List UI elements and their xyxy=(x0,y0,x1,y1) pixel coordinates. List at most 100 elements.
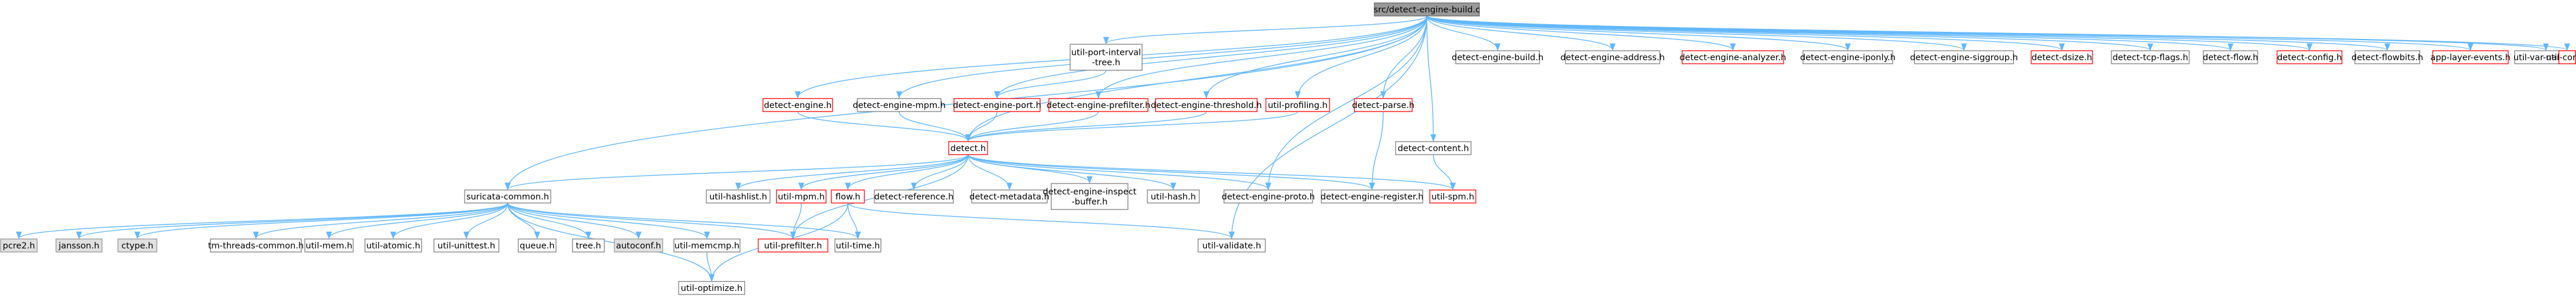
node-box[interactable] xyxy=(614,238,663,253)
node-box[interactable] xyxy=(1197,238,1266,253)
node-box[interactable] xyxy=(971,189,1048,204)
node-box[interactable] xyxy=(572,238,605,253)
node-dreference[interactable]: detect-reference.h xyxy=(874,189,954,204)
node-danalyzer[interactable]: detect-engine-analyzer.h xyxy=(1680,50,1787,64)
node-dinspect[interactable]: detect-engine-inspect-buffer.h xyxy=(1043,183,1137,210)
node-tree[interactable]: tree.h xyxy=(572,238,605,253)
node-box[interactable] xyxy=(1223,189,1313,204)
node-box[interactable] xyxy=(2203,50,2258,64)
node-queue[interactable]: queue.h xyxy=(518,238,557,253)
node-box[interactable] xyxy=(1429,189,1476,204)
node-dconfig[interactable]: detect-config.h xyxy=(2276,50,2343,64)
node-box[interactable] xyxy=(2558,50,2576,64)
node-diponly[interactable]: detect-engine-iponly.h xyxy=(1800,50,1896,64)
node-box[interactable] xyxy=(1155,98,1258,112)
node-box[interactable] xyxy=(953,98,1041,112)
node-box[interactable] xyxy=(364,238,422,253)
node-uoptimize[interactable]: util-optimize.h xyxy=(678,281,745,295)
node-box[interactable] xyxy=(464,189,551,204)
node-box[interactable] xyxy=(1321,189,1423,204)
node-dengbuildh[interactable]: detect-engine-build.h xyxy=(1452,50,1544,64)
node-box[interactable] xyxy=(831,189,865,204)
node-ddsize[interactable]: detect-dsize.h xyxy=(2031,50,2093,64)
node-hashlist[interactable]: util-hashlist.h xyxy=(706,189,771,204)
node-box[interactable] xyxy=(1265,98,1330,112)
node-autoconf[interactable]: autoconf.h xyxy=(614,238,663,253)
node-box[interactable] xyxy=(776,189,827,204)
node-box[interactable] xyxy=(1395,141,1472,155)
node-box[interactable] xyxy=(433,238,499,253)
node-utime[interactable]: util-time.h xyxy=(834,238,881,253)
node-box[interactable] xyxy=(518,238,557,253)
node-umem[interactable]: util-mem.h xyxy=(304,238,354,253)
node-box[interactable] xyxy=(1070,44,1143,71)
node-appevents[interactable]: app-layer-events.h xyxy=(2430,50,2511,64)
node-box[interactable] xyxy=(673,238,741,253)
node-pcre2[interactable]: pcre2.h xyxy=(0,238,38,253)
node-box[interactable] xyxy=(55,238,103,253)
node-ctype[interactable]: ctype.h xyxy=(117,238,157,253)
node-box[interactable] xyxy=(834,238,881,253)
node-uprofiling[interactable]: util-profiling.h xyxy=(1265,98,1330,112)
node-box[interactable] xyxy=(1565,50,1660,64)
node-uvalidate[interactable]: util-validate.h xyxy=(1197,238,1266,253)
node-dsiggroup[interactable]: detect-engine-siggroup.h xyxy=(1910,50,2018,64)
node-dthreshold[interactable]: detect-engine-threshold.h xyxy=(1151,98,1262,112)
node-tmthreads[interactable]: tm-threads-common.h xyxy=(208,238,304,253)
node-box[interactable] xyxy=(758,238,828,253)
node-box[interactable] xyxy=(210,238,302,253)
node-dflowbits[interactable]: detect-flowbits.h xyxy=(2351,50,2423,64)
node-box[interactable] xyxy=(706,189,771,204)
node-box[interactable] xyxy=(678,281,745,295)
node-umpm[interactable]: util-mpm.h xyxy=(776,189,827,204)
node-box[interactable] xyxy=(762,98,833,112)
node-dregister[interactable]: detect-engine-register.h xyxy=(1321,189,1424,204)
node-uunittest[interactable]: util-unittest.h xyxy=(433,238,499,253)
node-box[interactable] xyxy=(1051,183,1129,210)
node-box[interactable] xyxy=(2111,50,2190,64)
node-label: util-conf.h xyxy=(2546,53,2576,63)
node-box[interactable] xyxy=(1147,189,1200,204)
node-dproto[interactable]: detect-engine-proto.h xyxy=(1222,189,1315,204)
node-daddress[interactable]: detect-engine-address.h xyxy=(1560,50,1665,64)
node-dtcpflags[interactable]: detect-tcp-flags.h xyxy=(2111,50,2190,64)
node-uhash[interactable]: util-hash.h xyxy=(1147,189,1200,204)
node-portinterval[interactable]: util-port-interval-tree.h xyxy=(1070,44,1143,71)
node-root[interactable]: src/detect-engine-build.c xyxy=(1374,2,1481,17)
node-uspm[interactable]: util-spm.h xyxy=(1429,189,1476,204)
node-uatomic[interactable]: util-atomic.h xyxy=(364,238,422,253)
node-box[interactable] xyxy=(304,238,354,253)
node-dport[interactable]: detect-engine-port.h xyxy=(953,98,1041,112)
node-box[interactable] xyxy=(874,189,954,204)
node-uprefilter[interactable]: util-prefilter.h xyxy=(758,238,828,253)
node-suricata[interactable]: suricata-common.h xyxy=(464,189,551,204)
node-box[interactable] xyxy=(948,141,988,155)
node-umemcmp[interactable]: util-memcmp.h xyxy=(673,238,741,253)
node-dmetadata[interactable]: detect-metadata.h xyxy=(969,189,1050,204)
node-dprefilter[interactable]: detect-engine-prefilter.h xyxy=(1047,98,1150,112)
node-box[interactable] xyxy=(1374,2,1480,17)
node-box[interactable] xyxy=(1354,98,1413,112)
node-box[interactable] xyxy=(2276,50,2343,64)
edge-root-to-portinterval xyxy=(1103,15,1427,45)
node-uconf[interactable]: util-conf.h xyxy=(2546,50,2576,64)
node-dflow[interactable]: detect-flow.h xyxy=(2203,50,2258,64)
node-box[interactable] xyxy=(0,238,38,253)
node-box[interactable] xyxy=(117,238,157,253)
node-box[interactable] xyxy=(857,98,942,112)
node-flowh[interactable]: flow.h xyxy=(831,189,865,204)
node-dengine[interactable]: detect-engine.h xyxy=(762,98,833,112)
node-box[interactable] xyxy=(2354,50,2420,64)
node-box[interactable] xyxy=(1455,50,1540,64)
node-box[interactable] xyxy=(1914,50,2014,64)
node-box[interactable] xyxy=(1802,50,1893,64)
node-box[interactable] xyxy=(2432,50,2509,64)
node-box[interactable] xyxy=(2031,50,2093,64)
node-dmpm[interactable]: detect-engine-mpm.h xyxy=(853,98,946,112)
node-dparse[interactable]: detect-parse.h xyxy=(1352,98,1414,112)
node-box[interactable] xyxy=(1682,50,1784,64)
node-box[interactable] xyxy=(1048,98,1149,112)
node-detecth[interactable]: detect.h xyxy=(948,141,988,155)
node-dcontent[interactable]: detect-content.h xyxy=(1395,141,1472,155)
node-jansson[interactable]: jansson.h xyxy=(55,238,103,253)
